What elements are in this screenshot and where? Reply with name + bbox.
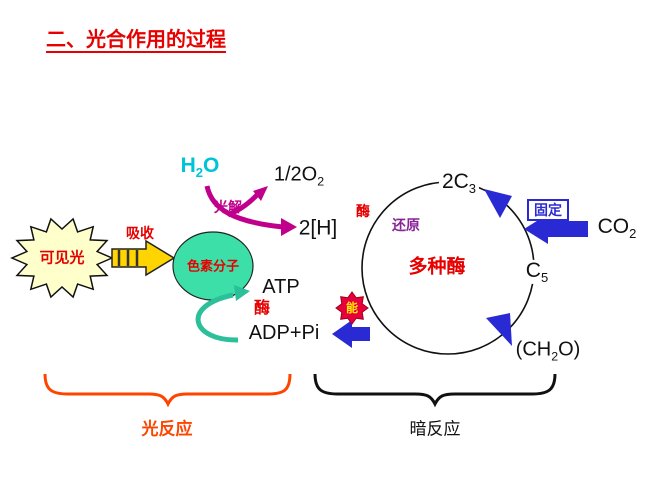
c5-label: C5 bbox=[522, 258, 552, 286]
2h-label: 2[H] bbox=[298, 216, 338, 240]
fixation-arrow bbox=[524, 214, 588, 244]
atp-cycle-arrow bbox=[195, 292, 239, 343]
formula-sub: 3 bbox=[468, 181, 477, 197]
h2o-label: H2O bbox=[181, 155, 220, 179]
energy-label: 能 bbox=[345, 301, 359, 315]
visible-light-starburst bbox=[10, 217, 114, 299]
pigment-label: 色素分子 bbox=[186, 258, 240, 274]
absorb-label: 吸收 bbox=[126, 225, 154, 241]
various-enzymes-label: 多种酶 bbox=[408, 256, 466, 278]
formula-pre: (CH bbox=[515, 338, 552, 361]
formula-pre: 1/2O bbox=[273, 163, 318, 186]
atp-label: ATP bbox=[262, 276, 300, 298]
fixation-label: 固定 bbox=[527, 199, 569, 221]
energy-starburst bbox=[335, 291, 369, 325]
atp-cycle-arrowhead bbox=[234, 285, 250, 301]
photolysis-arrowhead-o2 bbox=[253, 186, 268, 201]
visible-light-label: 可见光 bbox=[39, 249, 85, 267]
formula-post: O bbox=[203, 153, 220, 177]
enzyme-top-label: 酶 bbox=[356, 203, 370, 219]
c3-label: 2C3 bbox=[438, 169, 480, 197]
ch2o-label: (CH2O) bbox=[516, 339, 581, 362]
dark-reaction-label: 暗反应 bbox=[409, 419, 461, 439]
reduction-label: 还原 bbox=[392, 217, 420, 233]
formula-pre: H bbox=[180, 153, 196, 177]
formula-pre: 2C bbox=[441, 169, 469, 193]
formula-pre: C bbox=[525, 258, 541, 282]
o2-label: 1/2O2 bbox=[274, 164, 324, 187]
dark-reaction-brace bbox=[313, 373, 557, 408]
light-reaction-label: 光反应 bbox=[141, 419, 193, 439]
formula-sub: 5 bbox=[540, 270, 549, 286]
absorb-arrow bbox=[111, 239, 176, 277]
formula-pre: CO bbox=[597, 214, 630, 238]
cycle-arrow-to-c3 bbox=[484, 189, 512, 218]
photolysis-curve-branch bbox=[226, 192, 260, 218]
formula-post: O) bbox=[558, 338, 581, 361]
page-title: 二、光合作用的过程 bbox=[46, 29, 226, 51]
atp-to-adp-arrow bbox=[332, 320, 370, 348]
adp-label: ADP+Pi bbox=[248, 322, 320, 344]
formula-sub: 2 bbox=[629, 226, 637, 242]
formula-sub: 2 bbox=[551, 349, 559, 364]
formula-sub: 2 bbox=[317, 174, 325, 189]
photolysis-label: 光解 bbox=[214, 199, 242, 215]
photolysis-arrowhead-2h bbox=[281, 218, 297, 236]
enzyme-bottom-label: 酶 bbox=[253, 300, 271, 317]
cycle-arrow-to-ch2o bbox=[486, 313, 512, 346]
formula-sub: 2 bbox=[195, 165, 204, 181]
co2-label: CO2 bbox=[598, 216, 637, 240]
light-reaction-brace bbox=[43, 373, 292, 408]
